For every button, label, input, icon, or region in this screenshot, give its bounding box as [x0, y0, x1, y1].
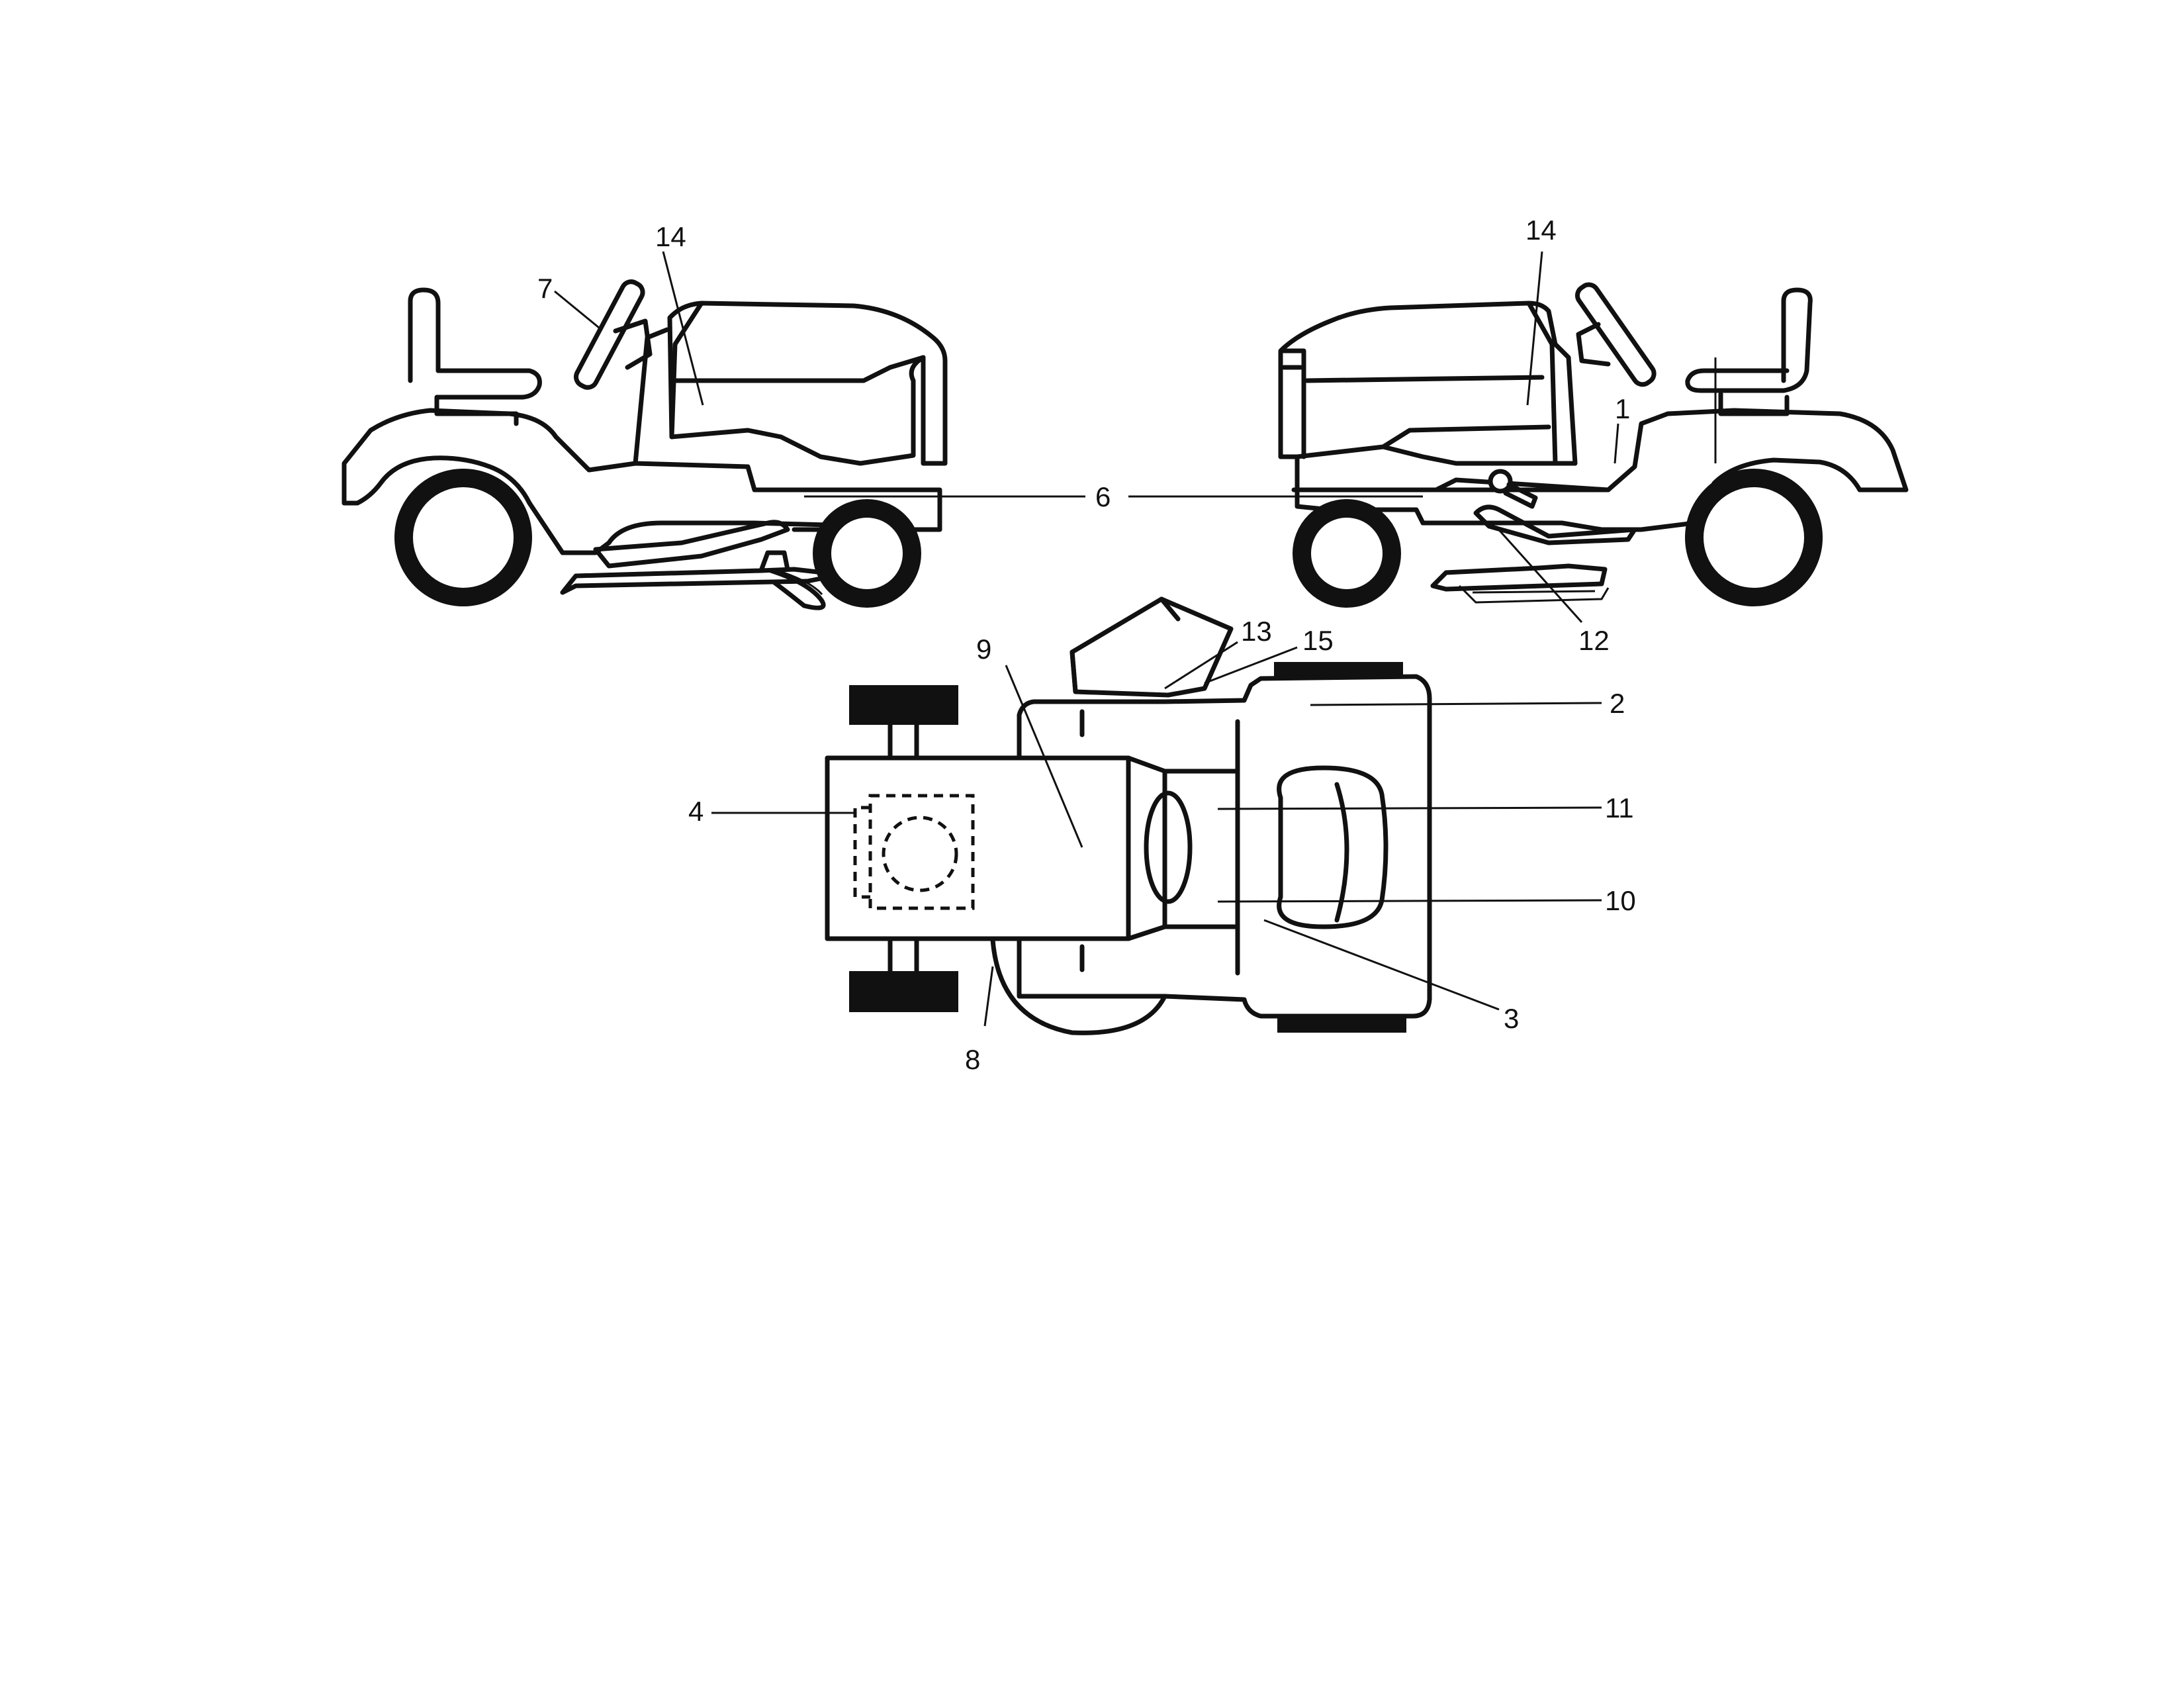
right-hood	[1278, 301, 1578, 466]
callout-7: 7	[537, 273, 553, 304]
leader-10	[1217, 899, 1602, 903]
leader-7	[554, 290, 600, 329]
leader-14-left	[662, 251, 704, 406]
left-side-view	[341, 279, 948, 610]
callout-4: 4	[688, 796, 704, 827]
discharge-chute	[1069, 596, 1234, 698]
leader-2	[1310, 702, 1602, 706]
leader-1	[1614, 423, 1619, 464]
right-rear-wheel	[1685, 469, 1823, 606]
left-foot-pan	[593, 520, 790, 569]
leader-13	[1164, 641, 1238, 690]
callout-14-left: 14	[655, 221, 686, 252]
right-side-view	[1278, 282, 1909, 608]
callout-12: 12	[1578, 625, 1610, 656]
right-hood-crease	[1304, 375, 1551, 449]
leader-11	[1217, 806, 1602, 810]
callout-3: 3	[1504, 1003, 1519, 1034]
leader-12	[1494, 525, 1583, 624]
right-front-wheel	[1293, 499, 1401, 608]
right-shift-knob	[1488, 469, 1513, 494]
leader-15	[1204, 646, 1298, 684]
left-rear-wheel	[394, 469, 532, 606]
top-steering-column	[1144, 790, 1193, 904]
top-hood	[825, 755, 1131, 941]
callout-9: 9	[976, 633, 991, 665]
left-hood-crease	[672, 355, 926, 383]
leader-8	[983, 966, 994, 1027]
callout-labels: 14 7 6 14 1 12 13 15 9 2 4 11 10 3 8	[537, 214, 1636, 1075]
callout-2: 2	[1610, 688, 1625, 719]
left-front-wheel	[813, 499, 921, 608]
callout-11: 11	[1605, 792, 1634, 823]
right-mower-deck	[1430, 563, 1608, 592]
callout-14-right: 14	[1525, 214, 1557, 246]
callout-6: 6	[1095, 481, 1111, 512]
top-mower-skirt	[990, 937, 1167, 1035]
left-steering-wheel	[573, 279, 653, 390]
right-foot-pan	[1473, 504, 1637, 545]
top-view	[825, 596, 1432, 1035]
top-seat	[1277, 765, 1388, 929]
callout-15: 15	[1302, 625, 1334, 656]
front-right-tire	[849, 971, 958, 1012]
leader-3	[1263, 919, 1500, 1011]
left-seat	[408, 287, 542, 426]
leader-lines	[554, 251, 1619, 1027]
callout-13: 13	[1241, 616, 1272, 647]
callout-8: 8	[965, 1044, 980, 1075]
left-hood	[667, 301, 948, 466]
right-steering-wheel	[1574, 282, 1657, 387]
callout-1: 1	[1615, 393, 1630, 424]
front-left-tire	[849, 685, 958, 725]
right-seat	[1685, 287, 1813, 416]
leader-14-right	[1526, 251, 1543, 406]
callout-10: 10	[1605, 885, 1636, 916]
leader-9	[1005, 665, 1083, 848]
engine-decal-area	[868, 794, 975, 910]
